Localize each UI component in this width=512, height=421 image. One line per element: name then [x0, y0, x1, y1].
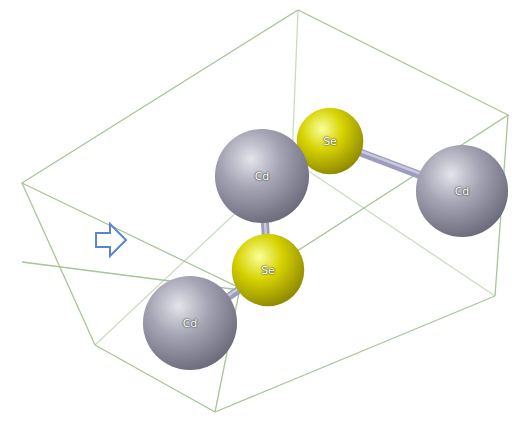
element-symbol: Cd: [142, 317, 238, 330]
cell-edge: [215, 296, 495, 412]
element-symbol: Se: [296, 135, 364, 148]
cadmium-atom: Cd: [214, 128, 310, 224]
element-symbol: Cd: [415, 185, 509, 198]
chemical-bond: [358, 150, 422, 176]
element-symbol: Se: [231, 264, 305, 277]
element-symbol: Cd: [214, 170, 310, 183]
atom-text-holder: Se: [231, 233, 305, 307]
atom-text-holder: Cd: [214, 128, 310, 224]
cadmium-atom: Cd: [142, 275, 238, 371]
cadmium-atom: Cd: [415, 144, 509, 238]
atom-text-holder: Cd: [415, 144, 509, 238]
hollow-arrow: [96, 224, 126, 256]
selenium-atom: Se: [231, 233, 305, 307]
atom-text-holder: Cd: [142, 275, 238, 371]
cell-edges: [22, 10, 508, 412]
